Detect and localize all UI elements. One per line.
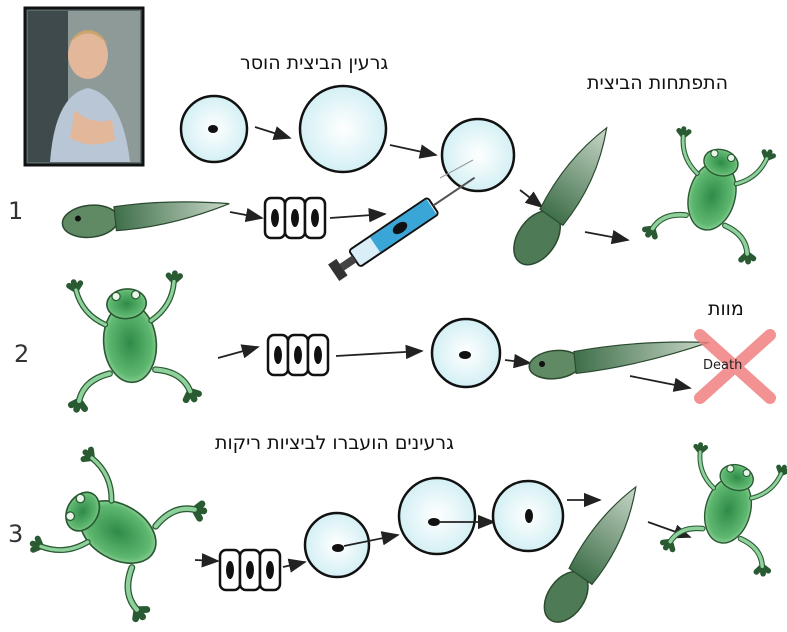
label-death: Death xyxy=(703,358,742,373)
cell-cluster xyxy=(220,550,280,590)
label-nucleus-removed: גרעין הביצית הוסר xyxy=(240,52,388,74)
row1-diagram xyxy=(61,86,781,281)
empty-egg-cell xyxy=(300,86,386,172)
row3-diagram xyxy=(26,441,787,631)
frog xyxy=(26,441,206,622)
injected-egg-cell xyxy=(442,119,514,191)
syringe xyxy=(328,169,480,281)
scientist-photo xyxy=(25,8,143,165)
label-nuclei-transferred: גרעינים הועברו לביציות ריקות xyxy=(215,432,454,454)
egg-cell xyxy=(399,478,475,554)
label-death-hebrew: מוות xyxy=(708,298,744,320)
tadpole xyxy=(528,334,711,381)
cell-cluster xyxy=(265,198,325,238)
tadpole xyxy=(61,191,231,240)
tadpole xyxy=(504,120,627,273)
row-number-1: 1 xyxy=(8,197,23,225)
frog xyxy=(644,126,781,263)
frog xyxy=(61,272,200,410)
row-number-2: 2 xyxy=(14,340,29,368)
row2-diagram xyxy=(61,272,770,410)
frog xyxy=(662,442,787,575)
cell-cluster xyxy=(268,335,328,375)
label-egg-development: התפתחות הביצית xyxy=(587,72,728,94)
row-number-3: 3 xyxy=(8,520,23,548)
